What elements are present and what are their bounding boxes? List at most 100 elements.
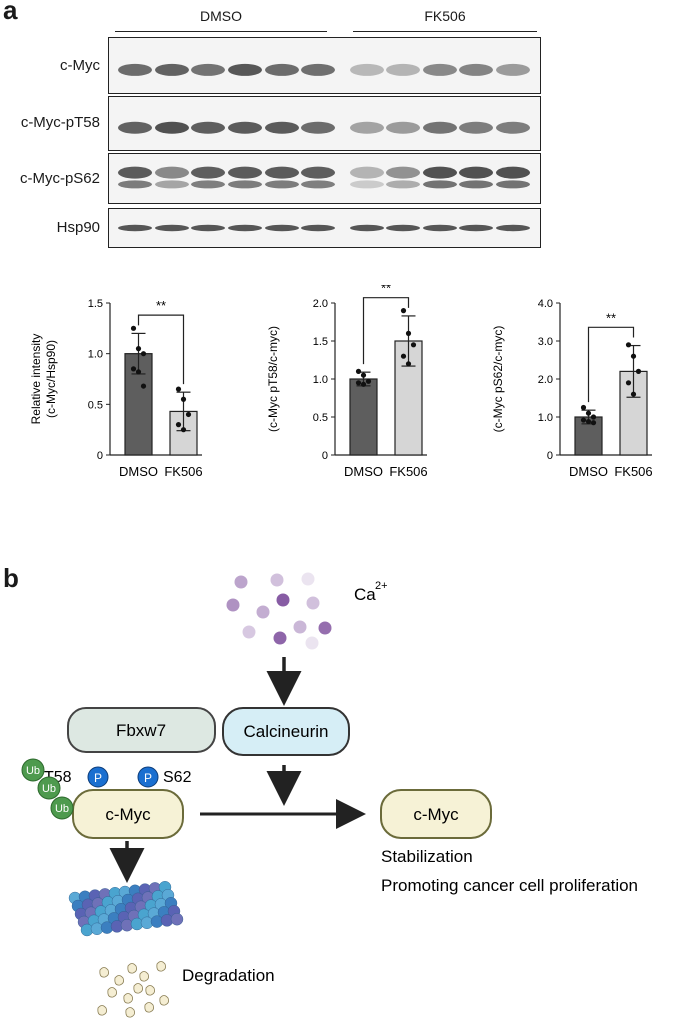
significance-bracket — [362, 297, 410, 365]
blot-band — [301, 224, 335, 232]
blot-band-lower — [350, 180, 384, 189]
data-point — [405, 361, 412, 367]
calcium-ion-icon — [234, 575, 248, 589]
pathway-diagram: Ca 2+ Calcineurin Fbxw7 c-Myc P P T58 S6… — [21, 572, 638, 1018]
calcineurin-box — [222, 707, 350, 756]
blot-band — [423, 224, 457, 232]
blot-pt58 — [108, 96, 541, 151]
peptide-fragment — [97, 1005, 107, 1016]
category-label: FK506 — [614, 464, 652, 479]
y-axis-label: Relative intensity — [29, 334, 43, 425]
calcium-ion-icon — [306, 596, 320, 610]
blot-band — [155, 121, 189, 134]
blot-band-lower — [301, 180, 335, 189]
blot-band — [191, 166, 225, 179]
blot-band — [118, 166, 152, 179]
data-point — [405, 330, 412, 336]
panel-b-letter: b — [3, 563, 19, 593]
blot-band — [118, 63, 152, 76]
panel-a-letter: a — [3, 0, 18, 25]
calcium-ion-icon — [276, 593, 290, 607]
peptide-fragments-icon — [97, 961, 169, 1018]
calcium-ion-icon — [318, 621, 332, 635]
blot-ps62-bands — [118, 166, 530, 189]
y-tick-label: 2.0 — [313, 298, 328, 310]
blot-band — [118, 121, 152, 134]
data-point — [140, 383, 147, 389]
data-point — [580, 404, 587, 411]
significance-label: ** — [156, 298, 166, 313]
blot-band-lower — [155, 180, 189, 189]
data-point — [180, 427, 187, 433]
peptide-fragment — [145, 985, 155, 996]
blot-band — [350, 224, 384, 232]
calcium-superscript: 2+ — [375, 580, 388, 592]
cmyc-left-label: c-Myc — [105, 805, 151, 824]
peptide-fragment — [159, 995, 169, 1006]
y-tick-label: 0.5 — [313, 412, 328, 424]
peptide-fragment — [144, 1002, 154, 1013]
blot-band — [386, 224, 420, 232]
y-tick-label: 4.0 — [538, 298, 553, 310]
data-point — [400, 308, 407, 314]
y-tick-label: 0 — [322, 450, 328, 462]
category-label: FK506 — [164, 464, 202, 479]
phospho-s62-p: P — [144, 771, 152, 785]
dmso-group-line — [115, 31, 327, 32]
proteasome-subunit — [170, 913, 184, 926]
significance-label: ** — [606, 310, 616, 325]
blot-band — [301, 166, 335, 179]
blot-hsp90-bands — [118, 224, 530, 232]
data-point — [355, 380, 362, 386]
y-axis-label: (c-Myc pS62/c-myc) — [491, 326, 505, 433]
calcium-ions — [226, 572, 332, 650]
blot-band — [265, 166, 299, 179]
y-tick-label: 0 — [97, 450, 103, 462]
blot-label-pt58: c-Myc-pT58 — [20, 114, 100, 131]
y-tick-label: 0 — [547, 450, 553, 462]
peptide-fragment — [125, 1007, 135, 1018]
peptide-fragment — [127, 963, 137, 974]
data-point — [180, 396, 187, 402]
significance-label: ** — [381, 285, 391, 296]
y-tick-label: 1.0 — [538, 412, 553, 424]
blot-band-lower — [459, 180, 493, 189]
blot-band-lower — [496, 180, 530, 189]
data-point — [625, 342, 632, 348]
blot-band — [423, 63, 457, 76]
ubiquitin-icon-2 — [37, 776, 61, 800]
blot-band — [228, 166, 262, 179]
blot-band — [191, 121, 225, 134]
data-point — [130, 325, 137, 331]
s62-label: S62 — [163, 769, 192, 786]
blot-label-cmyc: c-Myc — [60, 57, 100, 74]
calcium-ion-icon — [305, 636, 319, 650]
blot-band — [350, 166, 384, 179]
data-point — [175, 386, 182, 392]
cmyc-right-box — [380, 789, 492, 839]
y-tick-label: 1.5 — [88, 298, 103, 310]
calcineurin-label: Calcineurin — [243, 722, 328, 741]
data-point — [130, 366, 137, 372]
phospho-s62-icon — [137, 766, 159, 788]
blot-band-lower — [386, 180, 420, 189]
y-tick-label: 3.0 — [538, 336, 553, 348]
blot-band — [265, 224, 299, 232]
blot-band — [228, 121, 262, 134]
blot-band — [459, 121, 493, 134]
fk506-group-line — [353, 31, 537, 32]
category-label: FK506 — [389, 464, 427, 479]
blot-band — [459, 166, 493, 179]
blot-band — [265, 121, 299, 134]
phospho-t58-icon — [87, 766, 109, 788]
calcium-ion-icon — [273, 631, 287, 645]
proteasome-icon — [68, 881, 184, 937]
fbxw7-box — [67, 707, 216, 753]
data-point — [175, 422, 182, 428]
calcium-ion-icon — [293, 620, 307, 634]
blot-band — [191, 224, 225, 232]
blot-band-lower — [228, 180, 262, 189]
peptide-fragment — [123, 993, 133, 1004]
